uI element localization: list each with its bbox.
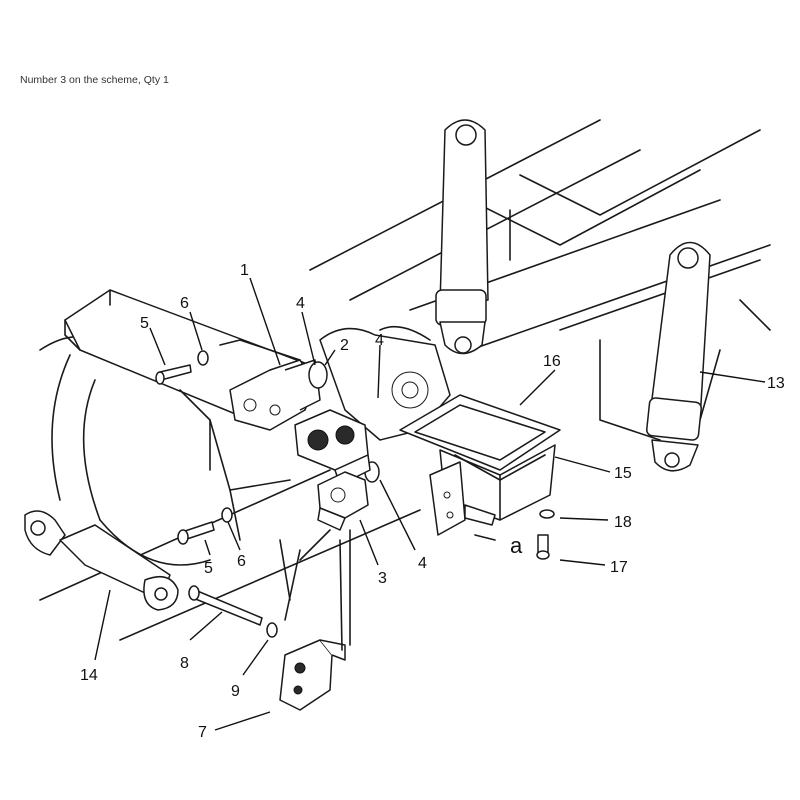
part-3-pump (317, 471, 369, 531)
callout-6-top: 6 (180, 295, 189, 312)
callout-labels: 1 2 3 4 4 4 5 5 6 6 7 8 9 13 14 15 16 17… (80, 262, 785, 741)
callout-7: 7 (198, 724, 207, 741)
callout-4-mid: 4 (375, 332, 384, 349)
callout-6-low: 6 (237, 553, 246, 570)
cylinder-14 (24, 510, 179, 611)
callout-9: 9 (231, 683, 240, 700)
fasteners (155, 350, 555, 638)
callout-a: a (510, 533, 523, 558)
tank-15-16 (399, 394, 561, 521)
machine-frame (39, 119, 771, 641)
callout-5-low: 5 (204, 560, 213, 577)
callout-18: 18 (614, 514, 632, 531)
callout-2: 2 (340, 337, 349, 354)
callout-13: 13 (767, 375, 785, 392)
callout-8: 8 (180, 655, 189, 672)
bracket-a (429, 461, 496, 541)
callout-4-top: 4 (296, 295, 305, 312)
callout-14: 14 (80, 667, 98, 684)
callout-5-top: 5 (140, 315, 149, 332)
callout-4-low: 4 (418, 555, 427, 572)
callout-17: 17 (610, 559, 628, 576)
scheme-caption: Number 3 on the scheme, Qty 1 (20, 74, 169, 86)
callout-3: 3 (378, 570, 387, 587)
hydraulic-cylinder-13 (646, 241, 711, 472)
leader-lines (94, 277, 766, 731)
part-7-fitting (279, 529, 351, 711)
callout-1: 1 (240, 262, 249, 279)
callout-15: 15 (614, 465, 632, 482)
callout-16: 16 (543, 353, 561, 370)
hydraulic-cylinder-left (435, 119, 489, 355)
